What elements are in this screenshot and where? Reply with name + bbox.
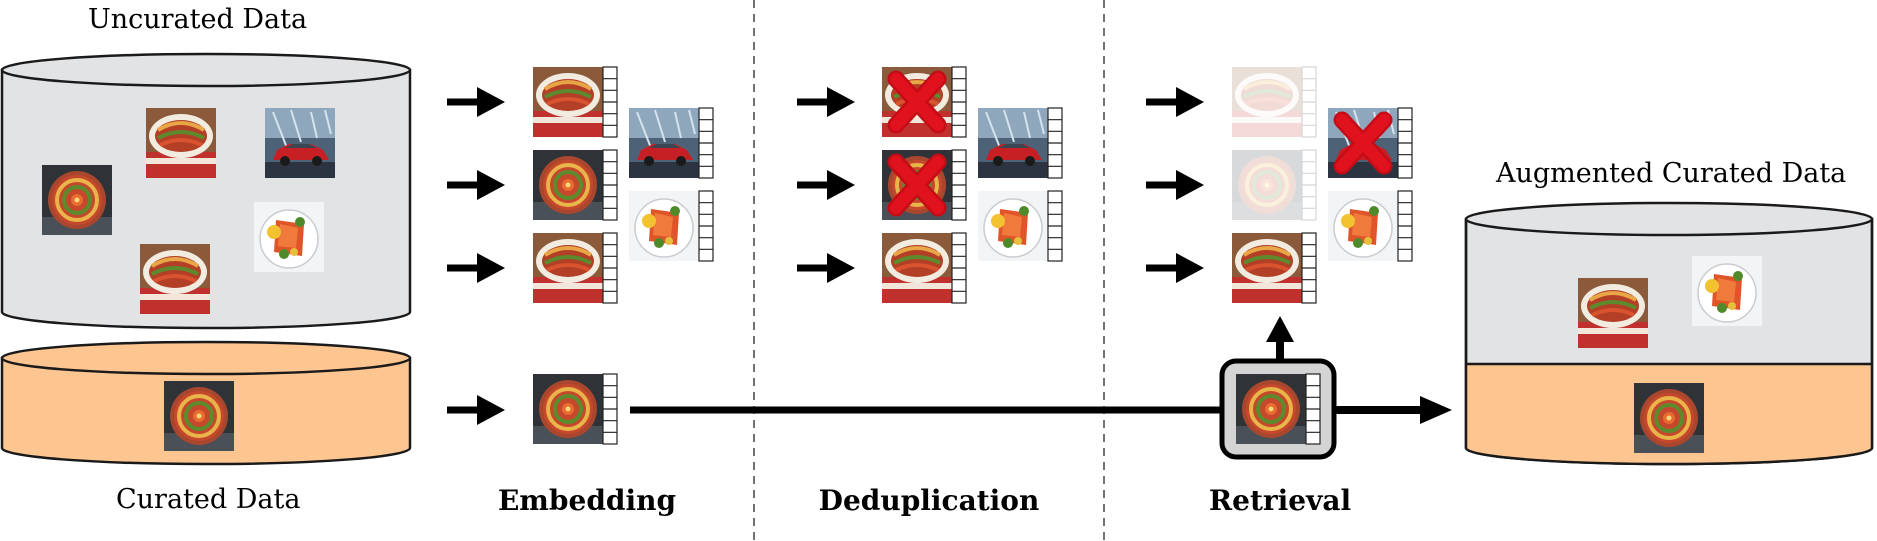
arrow-icon: [447, 170, 505, 200]
embedding-oval: [533, 233, 617, 303]
uncurated-data-label: Uncurated Data: [88, 4, 308, 35]
embedding-oval: [533, 67, 617, 137]
embedding-oval: [1232, 233, 1316, 303]
embedding-stage: [447, 67, 713, 444]
retrieval-stage-label: Retrieval: [1208, 484, 1352, 517]
dish-round-icon: [162, 379, 236, 453]
arrow-icon: [797, 87, 855, 117]
arrow-icon: [797, 253, 855, 283]
uncurated-data-cylinder: [0, 52, 412, 330]
embedding-oval-faded: [1232, 67, 1316, 137]
output-arrow: [1334, 396, 1452, 424]
embedding-plate: [1328, 191, 1412, 261]
dish-plate-icon: [253, 201, 325, 273]
car-icon: [264, 107, 336, 179]
arrow-icon: [1146, 253, 1204, 283]
dish-plate-icon: [1691, 255, 1763, 327]
embedding-stage-label: Embedding: [497, 484, 677, 517]
embedding-car: [978, 108, 1062, 178]
embedding-round-faded: [1232, 150, 1316, 220]
arrow-icon: [447, 87, 505, 117]
dish-oval-icon: [144, 106, 218, 180]
embedding-car: [629, 108, 713, 178]
dish-oval-icon: [138, 242, 212, 316]
embedding-oval: [882, 233, 966, 303]
embedding-plate: [978, 191, 1062, 261]
embedding-plate: [629, 191, 713, 261]
deduplication-stage: [797, 67, 1062, 303]
dish-round-icon: [40, 163, 114, 237]
curated-data-cylinder: [0, 340, 412, 466]
augmented-curated-data-cylinder: [1464, 201, 1874, 466]
dish-round-icon: [1632, 381, 1706, 455]
embedding-query-round: [1236, 374, 1320, 444]
deduplication-stage-label: Deduplication: [818, 484, 1040, 517]
arrow-icon: [1146, 87, 1204, 117]
retrieve-up-arrow: [1266, 316, 1294, 361]
augmented-curated-data-label: Augmented Curated Data: [1496, 158, 1847, 189]
retrieval-stage: [1146, 67, 1412, 303]
arrow-icon: [1146, 170, 1204, 200]
arrow-icon: [447, 253, 505, 283]
retrieval-query-box: [1219, 358, 1337, 460]
arrow-icon: [797, 170, 855, 200]
arrow-icon: [447, 395, 505, 425]
curated-data-label: Curated Data: [116, 484, 301, 515]
embedding-round: [533, 150, 617, 220]
embedding-curated-round: [533, 374, 617, 444]
dish-oval-icon: [1576, 276, 1650, 350]
